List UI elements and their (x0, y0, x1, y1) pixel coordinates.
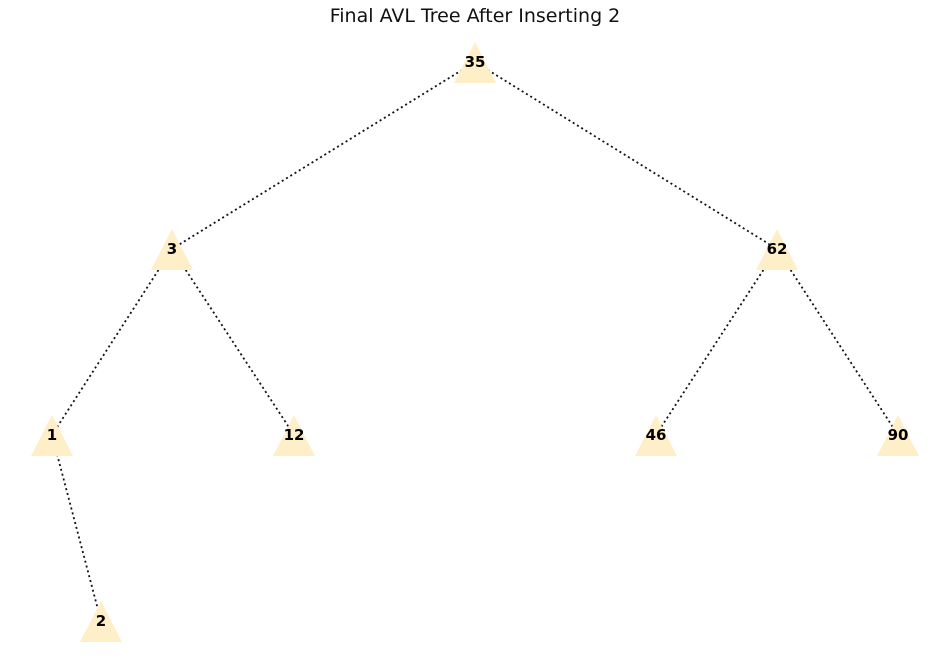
triangle-node-shape (273, 415, 315, 456)
tree-node-62: 62 (756, 229, 798, 270)
triangle-node-shape (635, 415, 677, 456)
node-label: 62 (767, 240, 788, 258)
nodes-layer: 35 3 62 1 12 46 90 2 (31, 42, 919, 642)
tree-node-35: 35 (454, 42, 496, 83)
triangle-node-shape (877, 415, 919, 456)
edge-62-90 (776, 248, 899, 436)
node-label: 2 (96, 612, 106, 630)
edges-layer (51, 61, 899, 622)
node-label: 90 (888, 426, 909, 444)
tree-node-46: 46 (635, 415, 677, 456)
edge-1-2 (51, 434, 102, 622)
tree-node-12: 12 (273, 415, 315, 456)
triangle-node-shape (454, 42, 496, 83)
tree-node-3: 3 (151, 229, 193, 270)
triangle-node-shape (151, 229, 193, 270)
node-label: 1 (47, 426, 57, 444)
node-label: 35 (465, 53, 486, 71)
node-label: 12 (284, 426, 305, 444)
node-label: 3 (167, 240, 177, 258)
tree-node-90: 90 (877, 415, 919, 456)
tree-node-1: 1 (31, 415, 73, 456)
edge-35-3 (171, 61, 476, 250)
triangle-node-shape (31, 415, 73, 456)
edge-35-62 (474, 61, 778, 250)
edge-3-12 (171, 248, 295, 436)
edge-3-1 (51, 248, 173, 436)
tree-node-2: 2 (80, 601, 122, 642)
diagram-title: Final AVL Tree After Inserting 2 (329, 5, 621, 27)
edge-62-46 (655, 248, 778, 436)
triangle-node-shape (80, 601, 122, 642)
triangle-node-shape (756, 229, 798, 270)
node-label: 46 (646, 426, 667, 444)
